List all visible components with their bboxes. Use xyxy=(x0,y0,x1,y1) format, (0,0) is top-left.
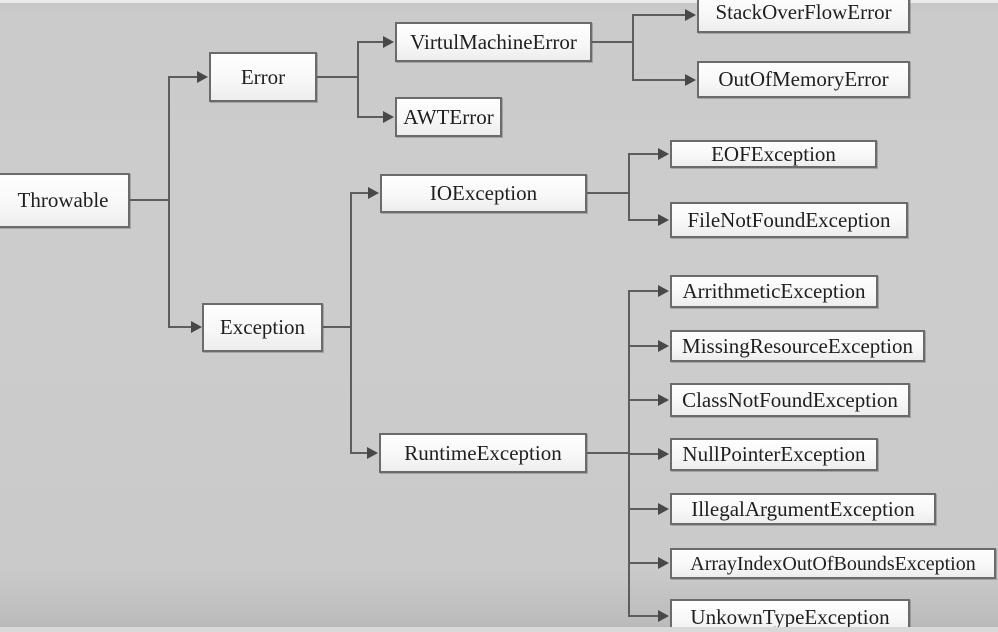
node-class-not-found-exception: ClassNotFoundException xyxy=(670,383,910,417)
arrowhead-icon-runtime-exception xyxy=(367,447,378,459)
connector-to-file-not-found xyxy=(628,219,659,221)
arrowhead-icon-arrithmetic xyxy=(658,285,669,297)
node-missing-resource-exception: MissingResourceException xyxy=(670,330,925,362)
connector-io-branch xyxy=(628,153,630,221)
node-illegal-argument-exception: IllegalArgumentException xyxy=(670,493,936,525)
arrowhead-icon-eof xyxy=(658,148,669,160)
arrowhead-icon-null-pointer xyxy=(658,448,669,460)
node-stack-overflow-error-label: StackOverFlowError xyxy=(715,0,892,24)
arrowhead-icon-missing-resource xyxy=(658,340,669,352)
connector-vm-error-out xyxy=(592,41,632,43)
node-runtime-exception-label: RuntimeException xyxy=(404,440,562,465)
node-io-exception-label: IOException xyxy=(429,181,538,205)
arrowhead-icon-stack-overflow xyxy=(685,9,696,21)
connector-error-out xyxy=(317,76,357,78)
node-awt-error: AWTError xyxy=(395,97,502,137)
node-eof-exception: EOFException xyxy=(670,140,877,168)
connector-throwable-branch xyxy=(168,76,170,328)
node-arrithmetic-exception: ArrithmeticException xyxy=(670,275,878,308)
node-array-index-out-of-bounds-exception: ArrayIndexOutOfBoundsException xyxy=(670,548,996,579)
arrowhead-icon-io-exception xyxy=(368,187,379,199)
node-null-pointer-exception-label: NullPointerException xyxy=(682,442,866,466)
node-virtual-machine-error: VirtulMachineError xyxy=(395,22,592,62)
node-out-of-memory-error-label: OutOfMemoryError xyxy=(718,67,889,91)
node-virtual-machine-error-label: VirtulMachineError xyxy=(410,29,577,54)
connector-io-exception-out xyxy=(587,192,628,194)
arrowhead-icon-exception xyxy=(191,321,202,333)
node-eof-exception-label: EOFException xyxy=(711,141,836,166)
top-edge-strip xyxy=(0,0,998,3)
arrowhead-icon-vm-error xyxy=(383,36,394,48)
connector-to-io-exception xyxy=(350,192,369,194)
node-arrithmetic-exception-label: ArrithmeticException xyxy=(682,279,866,303)
node-stack-overflow-error: StackOverFlowError xyxy=(697,0,910,33)
connector-runtime-out xyxy=(587,452,628,454)
connector-to-unkown-type xyxy=(628,615,659,617)
connector-to-awt-error xyxy=(357,116,384,118)
arrowhead-icon-out-of-memory xyxy=(685,74,696,86)
connector-to-runtime-exception xyxy=(350,452,368,454)
connector-to-exception xyxy=(168,326,192,328)
arrowhead-icon-array-index xyxy=(658,557,669,569)
node-exception-label: Exception xyxy=(219,315,306,339)
connector-to-array-index xyxy=(628,562,659,564)
node-throwable: Throwable xyxy=(0,173,130,228)
node-unkown-type-exception-label: UnkownTypeException xyxy=(690,604,890,629)
connector-vm-error-branch xyxy=(632,14,634,81)
node-runtime-exception: RuntimeException xyxy=(379,433,587,473)
node-throwable-label: Throwable xyxy=(17,188,109,212)
connector-to-vm-error xyxy=(357,41,384,43)
node-file-not-found-exception: FileNotFoundException xyxy=(670,202,908,238)
arrowhead-icon-class-not-found xyxy=(658,394,669,406)
node-out-of-memory-error: OutOfMemoryError xyxy=(697,61,910,98)
node-io-exception: IOException xyxy=(380,174,587,213)
node-missing-resource-exception-label: MissingResourceException xyxy=(682,333,913,358)
node-null-pointer-exception: NullPointerException xyxy=(670,438,878,471)
node-unkown-type-exception: UnkownTypeException xyxy=(670,599,910,632)
connector-to-null-pointer xyxy=(628,453,659,455)
connector-to-illegal-argument xyxy=(628,508,659,510)
connector-throwable-out xyxy=(130,199,168,201)
node-illegal-argument-exception-label: IllegalArgumentException xyxy=(691,496,915,521)
connector-error-branch xyxy=(357,41,359,118)
connector-exception-out xyxy=(323,326,350,328)
arrowhead-icon-illegal-argument xyxy=(658,503,669,515)
node-error: Error xyxy=(209,52,317,102)
node-file-not-found-exception-label: FileNotFoundException xyxy=(687,207,891,232)
connector-to-class-not-found xyxy=(628,399,659,401)
node-exception: Exception xyxy=(202,303,323,352)
connector-to-stack-overflow xyxy=(632,14,686,16)
arrowhead-icon-error xyxy=(197,71,208,83)
bottom-edge-strip xyxy=(0,627,998,632)
node-class-not-found-exception-label: ClassNotFoundException xyxy=(682,387,898,412)
node-array-index-out-of-bounds-exception-label: ArrayIndexOutOfBoundsException xyxy=(690,552,976,575)
connector-to-out-of-memory xyxy=(632,79,686,81)
connector-to-eof xyxy=(628,153,659,155)
node-awt-error-label: AWTError xyxy=(403,104,494,129)
arrowhead-icon-file-not-found xyxy=(658,214,669,226)
connector-to-error xyxy=(168,76,198,78)
node-error-label: Error xyxy=(240,64,286,89)
connector-to-arrithmetic xyxy=(628,290,659,292)
arrowhead-icon-unkown-type xyxy=(658,610,669,622)
arrowhead-icon-awt-error xyxy=(383,111,394,123)
connector-to-missing-resource xyxy=(628,345,659,347)
connector-exception-branch xyxy=(350,192,352,454)
